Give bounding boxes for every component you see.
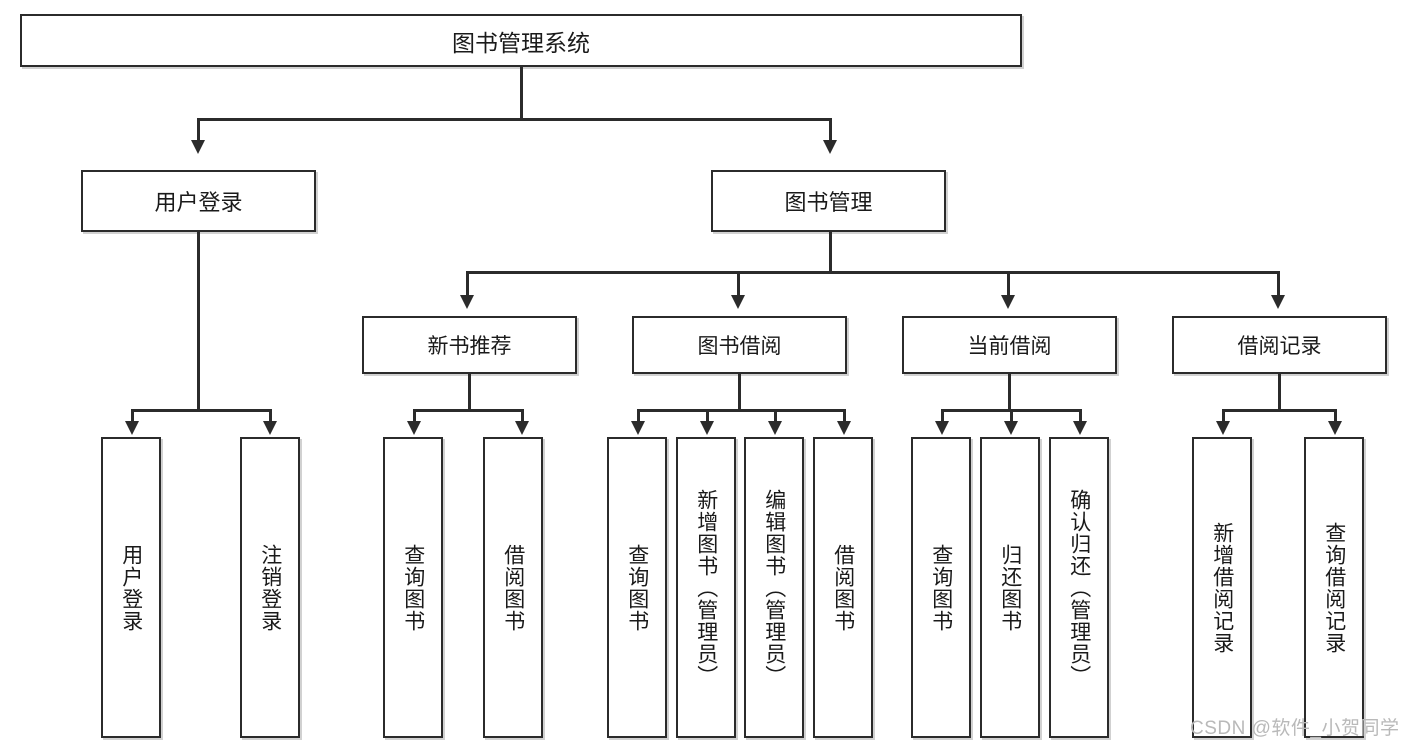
connector-borrow-to-leaf2 <box>706 409 709 425</box>
connector-current-to-leaf2 <box>1010 409 1013 425</box>
connector-borrow-to-leaf3 <box>774 409 777 425</box>
arrowhead-login-to-leaf2 <box>263 421 277 435</box>
connector-current-to-leaf3 <box>1079 409 1082 425</box>
leaf-borrow-book[interactable]: 借阅图书 <box>813 437 873 738</box>
leaf-borrow-book-recommend[interactable]: 借阅图书 <box>483 437 543 738</box>
connector-newbook-bus <box>413 409 523 412</box>
node-new-book-recommend-label: 新书推荐 <box>427 335 512 358</box>
arrowhead-login-to-leaf1 <box>125 421 139 435</box>
connector-login-stem <box>197 232 200 409</box>
connector-root-stem <box>520 67 523 118</box>
connector-root-to-login <box>197 118 200 146</box>
leaf-add-borrow-record[interactable]: 新增借阅记录 <box>1192 437 1252 738</box>
arrowhead-root-to-login <box>191 140 205 154</box>
connector-bookmgmt-bus <box>466 271 1280 274</box>
leaf-query-book-current-label: 查询图书 <box>929 543 953 632</box>
connector-bookmgmt-stem <box>829 232 832 271</box>
leaf-query-borrow-record-label: 查询借阅记录 <box>1322 521 1346 654</box>
leaf-query-book-current[interactable]: 查询图书 <box>911 437 971 738</box>
leaf-return-book-label: 归还图书 <box>998 543 1022 632</box>
connector-current-stem <box>1008 374 1011 409</box>
arrowhead-borrow-to-leaf3 <box>768 421 782 435</box>
node-book-borrow-label: 图书借阅 <box>697 335 782 358</box>
leaf-logout[interactable]: 注销登录 <box>240 437 300 738</box>
leaf-query-book-recommend[interactable]: 查询图书 <box>383 437 443 738</box>
leaf-add-book-admin-label: 新增图书（管理员） <box>694 488 718 687</box>
arrowhead-borrow-to-leaf4 <box>837 421 851 435</box>
leaf-add-borrow-record-label: 新增借阅记录 <box>1210 521 1234 654</box>
connector-records-to-leaf2 <box>1334 409 1337 425</box>
connector-borrow-to-leaf1 <box>637 409 640 425</box>
node-book-management-label: 图书管理 <box>784 190 873 215</box>
connector-newbook-to-leaf2 <box>521 409 524 425</box>
leaf-query-book[interactable]: 查询图书 <box>607 437 667 738</box>
connector-borrow-bus <box>637 409 845 412</box>
node-borrow-records-label: 借阅记录 <box>1237 335 1322 358</box>
arrowhead-borrow-to-leaf2 <box>700 421 714 435</box>
leaf-borrow-book-label: 借阅图书 <box>831 543 855 632</box>
connector-newbook-to-leaf1 <box>413 409 416 425</box>
arrowhead-root-to-bookmgmt <box>823 140 837 154</box>
arrowhead-newbook-to-leaf1 <box>407 421 421 435</box>
connector-login-bus <box>131 409 271 412</box>
leaf-user-login-label: 用户登录 <box>119 543 143 632</box>
connector-root-to-bookmgmt <box>829 118 832 146</box>
leaf-return-book[interactable]: 归还图书 <box>980 437 1040 738</box>
leaf-query-book-recommend-label: 查询图书 <box>401 543 425 632</box>
leaf-query-book-label: 查询图书 <box>625 543 649 632</box>
arrowhead-records-to-leaf1 <box>1216 421 1230 435</box>
leaf-query-borrow-record[interactable]: 查询借阅记录 <box>1304 437 1364 738</box>
connector-bookmgmt-to-records <box>1277 271 1280 301</box>
leaf-confirm-return-admin[interactable]: 确认归还（管理员） <box>1049 437 1109 738</box>
node-user-login-label: 用户登录 <box>154 190 243 215</box>
connector-records-to-leaf1 <box>1222 409 1225 425</box>
node-root-label: 图书管理系统 <box>452 29 590 56</box>
arrowhead-newbook-to-leaf2 <box>515 421 529 435</box>
leaf-confirm-return-admin-label: 确认归还（管理员） <box>1067 488 1091 687</box>
node-book-management[interactable]: 图书管理 <box>711 170 946 232</box>
leaf-borrow-book-recommend-label: 借阅图书 <box>501 543 525 632</box>
connector-borrow-to-leaf4 <box>843 409 846 425</box>
arrowhead-bookmgmt-to-borrow <box>731 295 745 309</box>
node-user-login[interactable]: 用户登录 <box>81 170 316 232</box>
node-borrow-records[interactable]: 借阅记录 <box>1172 316 1387 374</box>
connector-login-to-leaf2 <box>269 409 272 425</box>
connector-root-bus <box>197 118 832 121</box>
connector-newbook-stem <box>468 374 471 409</box>
arrowhead-current-to-leaf1 <box>935 421 949 435</box>
node-root[interactable]: 图书管理系统 <box>20 14 1022 67</box>
connector-bookmgmt-to-borrow <box>737 271 740 301</box>
connector-records-stem <box>1278 374 1281 409</box>
node-new-book-recommend[interactable]: 新书推荐 <box>362 316 577 374</box>
connector-records-bus <box>1222 409 1336 412</box>
connector-current-to-leaf1 <box>941 409 944 425</box>
leaf-logout-label: 注销登录 <box>258 543 282 632</box>
node-current-borrow-label: 当前借阅 <box>967 335 1052 358</box>
connector-bookmgmt-to-newbook <box>466 271 469 301</box>
leaf-user-login[interactable]: 用户登录 <box>101 437 161 738</box>
node-book-borrow[interactable]: 图书借阅 <box>632 316 847 374</box>
arrowhead-bookmgmt-to-records <box>1271 295 1285 309</box>
arrowhead-bookmgmt-to-newbook <box>460 295 474 309</box>
connector-borrow-stem <box>738 374 741 409</box>
arrowhead-current-to-leaf2 <box>1004 421 1018 435</box>
connector-login-to-leaf1 <box>131 409 134 425</box>
node-current-borrow[interactable]: 当前借阅 <box>902 316 1117 374</box>
arrowhead-records-to-leaf2 <box>1328 421 1342 435</box>
connector-bookmgmt-to-current <box>1007 271 1010 301</box>
leaf-edit-book-admin[interactable]: 编辑图书（管理员） <box>744 437 804 738</box>
arrowhead-current-to-leaf3 <box>1073 421 1087 435</box>
leaf-add-book-admin[interactable]: 新增图书（管理员） <box>676 437 736 738</box>
arrowhead-bookmgmt-to-current <box>1001 295 1015 309</box>
arrowhead-borrow-to-leaf1 <box>631 421 645 435</box>
leaf-edit-book-admin-label: 编辑图书（管理员） <box>762 488 786 687</box>
